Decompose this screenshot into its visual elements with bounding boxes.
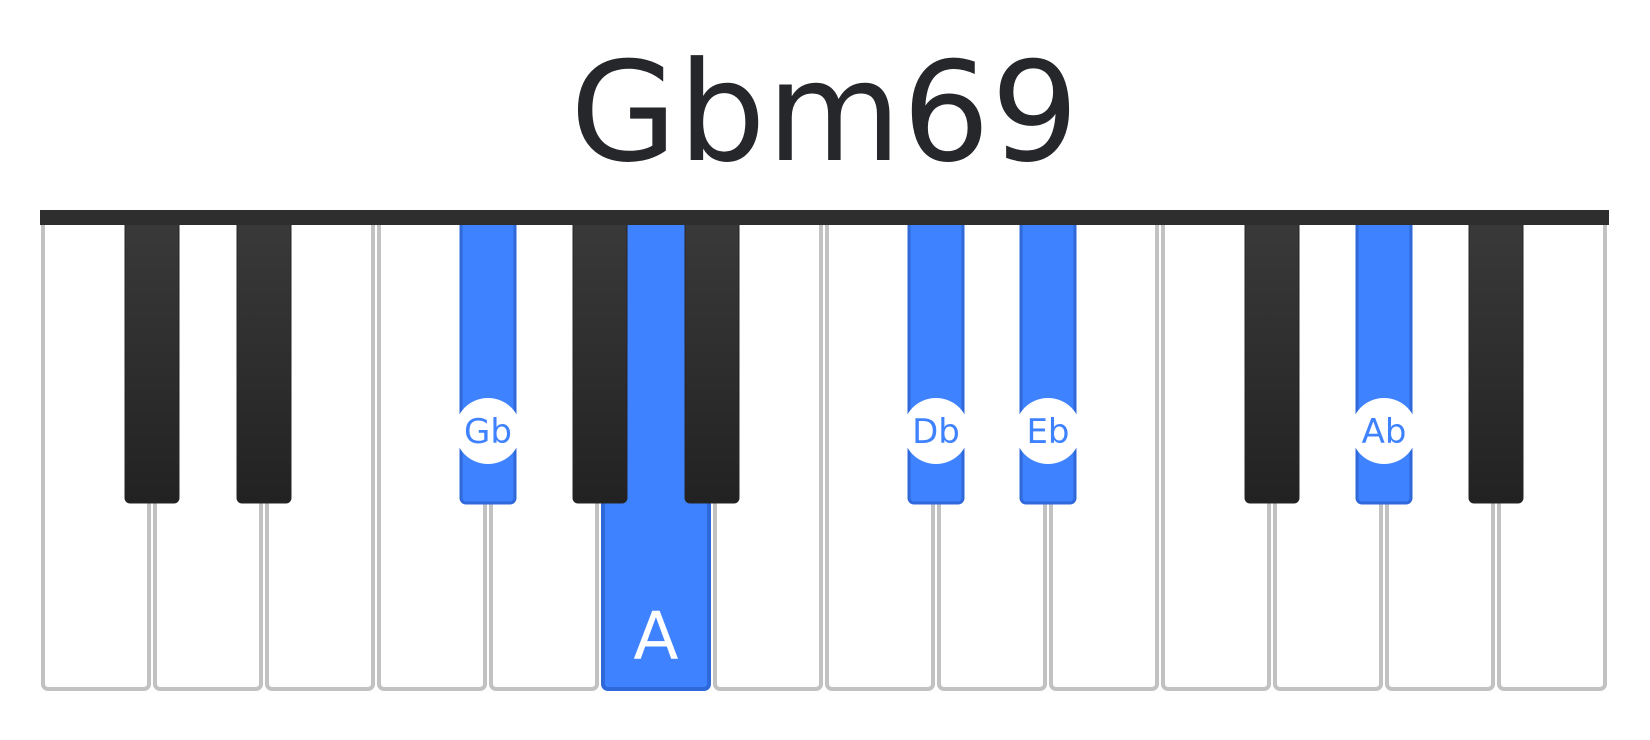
black-key-4 <box>684 213 740 504</box>
black-key-1 <box>236 213 292 504</box>
note-marker <box>455 398 521 464</box>
keyboard-top-bar <box>40 210 1609 225</box>
chord-title: Gbm69 <box>570 32 1080 193</box>
black-key-label: Gb <box>464 412 512 452</box>
note-marker <box>1015 398 1081 464</box>
note-marker <box>1351 398 1417 464</box>
black-key-label: Ab <box>1362 412 1407 452</box>
black-key-7 <box>1244 213 1300 504</box>
black-key-0 <box>124 213 180 504</box>
note-marker <box>903 398 969 464</box>
black-key-label: Db <box>912 412 960 452</box>
white-key-label: A <box>633 598 678 675</box>
black-key-3 <box>572 213 628 504</box>
black-key-label: Eb <box>1026 412 1069 452</box>
black-key-9 <box>1468 213 1524 504</box>
